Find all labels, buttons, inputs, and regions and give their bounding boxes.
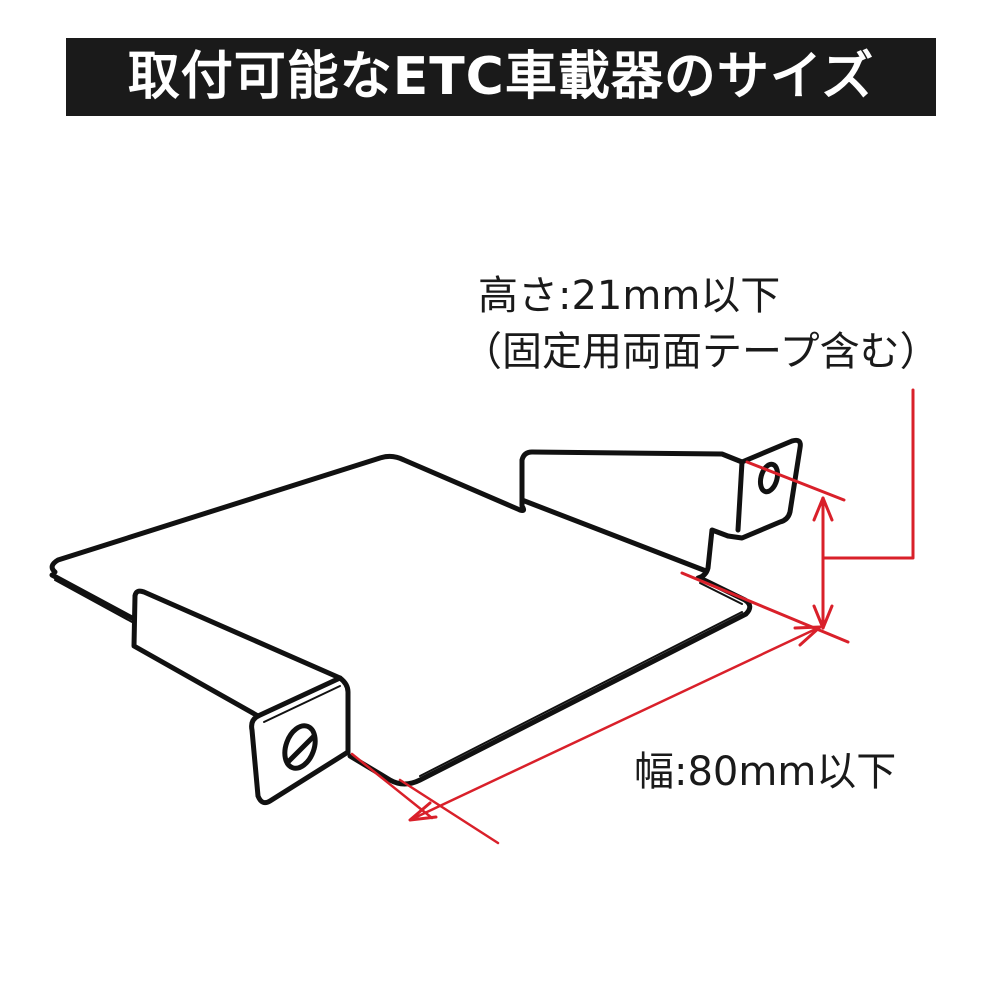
arrow-downleft-icon (408, 801, 438, 822)
width-spec-label: 幅:80mm以下 (634, 749, 897, 795)
dimension-lines (350, 388, 915, 845)
arrow-upright-icon (793, 625, 822, 647)
bracket-outline (49, 437, 803, 806)
height-extension-top (745, 460, 846, 502)
arrow-up-icon (812, 496, 834, 522)
height-spec-label: 高さ:21mm以下 (478, 273, 781, 319)
height-leader-line (821, 388, 915, 560)
arrow-down-icon (812, 604, 834, 630)
screw-hole-icon (757, 461, 781, 495)
page-title: 取付可能なETC車載器のサイズ (127, 47, 875, 107)
width-extension-front-2 (398, 778, 500, 845)
height-spec-note: （固定用両面テープ含む） (462, 329, 940, 375)
height-extension-bottom (680, 571, 850, 644)
width-extension-front (350, 752, 434, 820)
width-dimension-line (408, 625, 822, 822)
title-bar: 取付可能なETC車載器のサイズ (66, 38, 936, 116)
